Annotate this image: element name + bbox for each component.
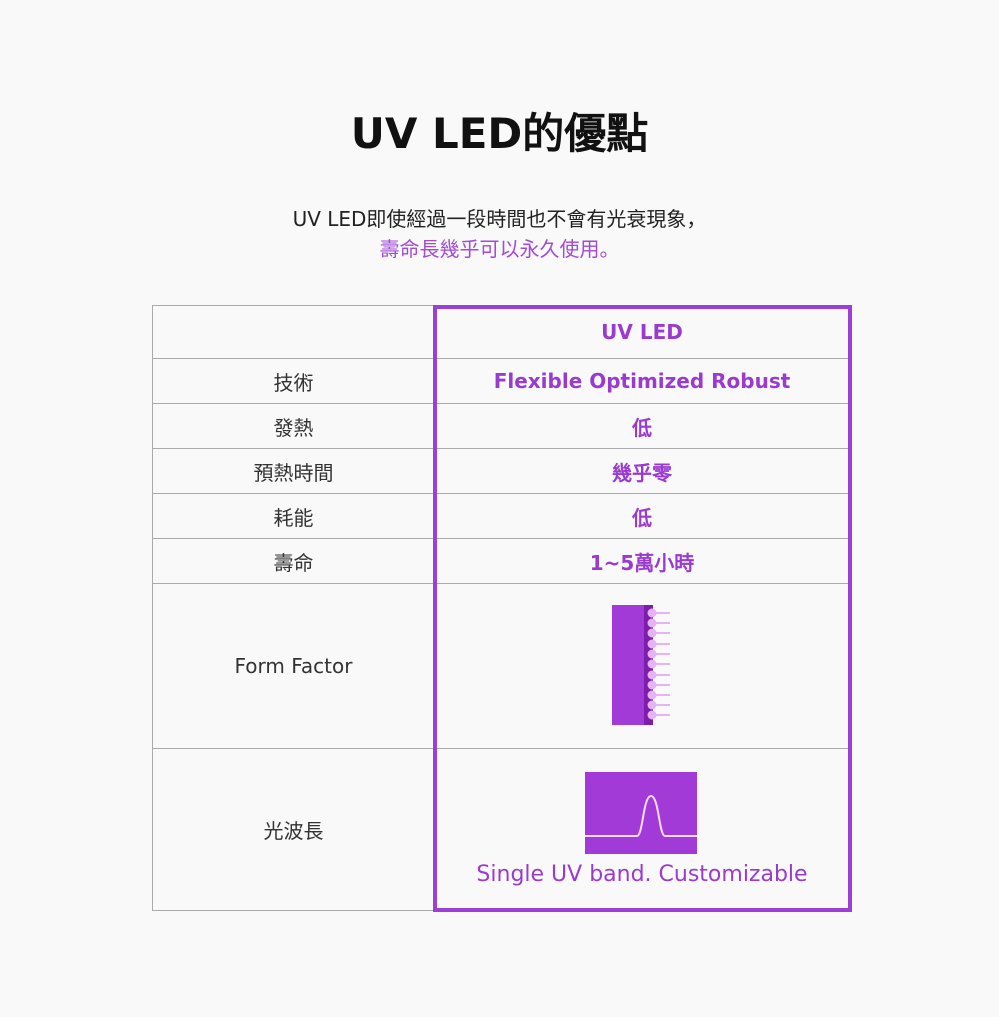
row-label: Form Factor: [152, 583, 435, 749]
row-value: Flexible Optimized Robust: [434, 358, 850, 404]
row-label: 壽命: [152, 538, 435, 584]
row-label: 光波長: [152, 748, 435, 911]
table-row: 耗能低: [152, 493, 850, 539]
spectrum-peak-icon: [585, 772, 697, 854]
row-label: 耗能: [152, 493, 435, 539]
row-value: 低: [434, 403, 850, 449]
subtitle-line2: 壽命長幾乎可以永久使用。: [379, 237, 620, 261]
table-row: 發熱低: [152, 403, 850, 449]
table-row: Form Factor: [152, 583, 850, 749]
subtitle-line1: UV LED即使經過一段時間也不會有光衰現象，: [292, 207, 707, 231]
row-label: 技術: [152, 358, 435, 404]
row-label: 發熱: [152, 403, 435, 449]
row-label: 預熱時間: [152, 448, 435, 494]
led-strip-icon: [612, 605, 670, 725]
row-value: 1~5萬小時: [434, 538, 850, 584]
row-value: 幾乎零: [434, 448, 850, 494]
column-header: UV LED: [434, 305, 850, 359]
wavelength-caption: Single UV band. Customizable: [476, 862, 808, 887]
table-row: 預熱時間幾乎零: [152, 448, 850, 494]
table-header-row: UV LED: [152, 305, 850, 359]
table-row: 光波長 Single UV band. Customizable: [152, 748, 850, 911]
row-value: 低: [434, 493, 850, 539]
page-title: UV LED的優點: [350, 109, 649, 158]
